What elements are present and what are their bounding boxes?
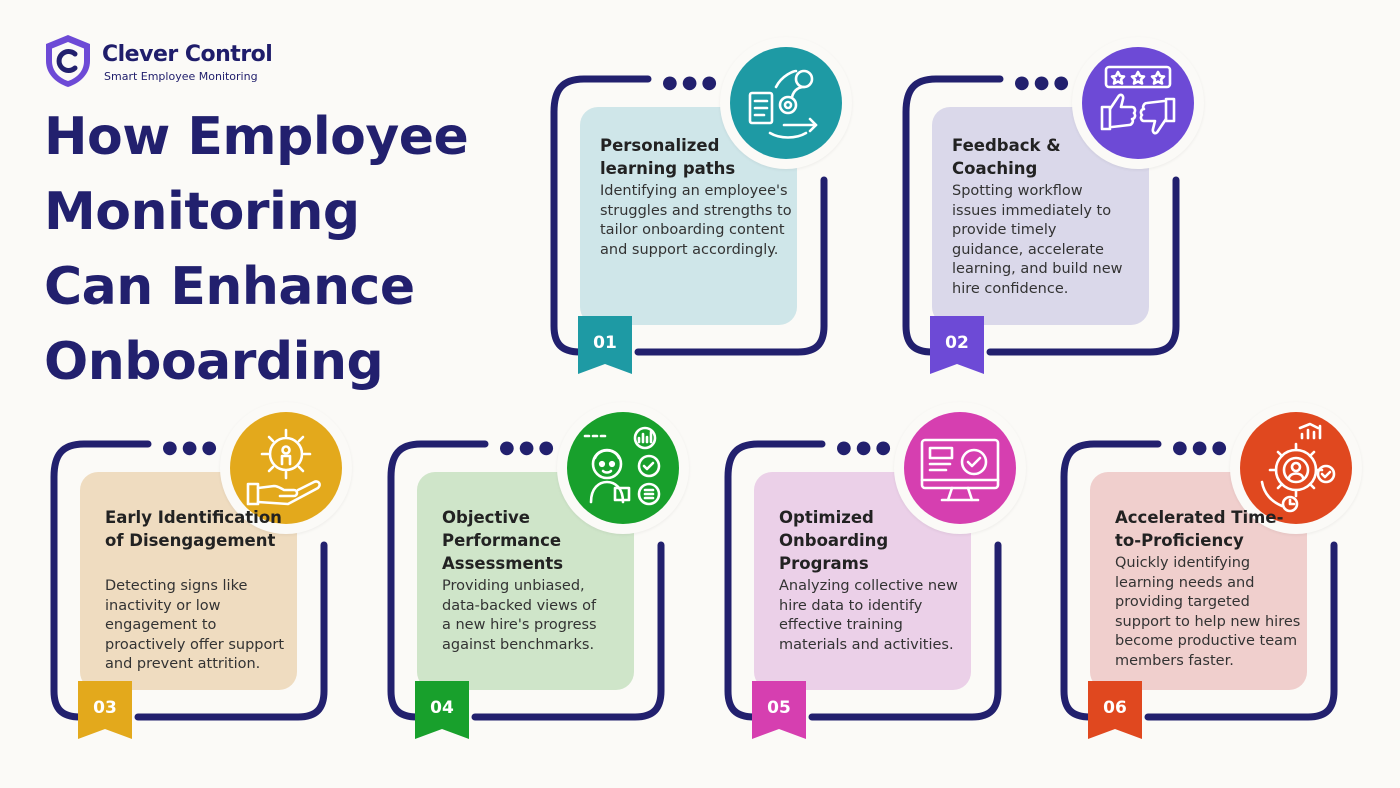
card-number: 05 bbox=[767, 698, 791, 718]
decorative-dots: ●●● bbox=[1172, 437, 1232, 458]
brand-name: Clever Control bbox=[102, 42, 273, 67]
card-number: 02 bbox=[945, 333, 969, 353]
title-line: Monitoring bbox=[44, 182, 360, 242]
number-ribbon bbox=[578, 316, 632, 374]
title-line: How Employee bbox=[44, 107, 469, 167]
number-ribbon bbox=[1088, 681, 1142, 739]
number-ribbon bbox=[930, 316, 984, 374]
title-line: Can Enhance bbox=[44, 257, 415, 317]
brand-tagline: Smart Employee Monitoring bbox=[104, 70, 258, 83]
card-icon-badge bbox=[220, 402, 352, 534]
shield-c-logo-icon bbox=[46, 35, 90, 87]
card-frame bbox=[50, 440, 328, 721]
card-number: 03 bbox=[93, 698, 117, 718]
card-number: 01 bbox=[593, 333, 617, 353]
card-icon-badge bbox=[1230, 402, 1362, 534]
decorative-dots: ●●● bbox=[499, 437, 559, 458]
decorative-dots: ●●● bbox=[1014, 72, 1074, 93]
card-description: Providing unbiased, data-backed views of… bbox=[442, 578, 597, 653]
card-frame bbox=[387, 440, 665, 721]
card-icon-badge bbox=[557, 402, 689, 534]
card-number: 04 bbox=[430, 698, 454, 718]
card-title: Personalized learning paths bbox=[600, 136, 736, 178]
card-number: 06 bbox=[1103, 698, 1127, 718]
card-icon-badge bbox=[894, 402, 1026, 534]
number-ribbon bbox=[415, 681, 469, 739]
card-title: Feedback & Coaching bbox=[952, 136, 1061, 178]
card-03: ●●● Early Identification of Disengagemen… bbox=[50, 402, 352, 739]
card-description: Analyzing collective new hire data to id… bbox=[779, 578, 958, 653]
card-title: Objective Performance Assessments bbox=[442, 508, 564, 573]
brand-logo: Clever Control Smart Employee Monitoring bbox=[42, 33, 282, 93]
card-title: Optimized Onboarding Programs bbox=[779, 508, 889, 573]
card-description: Detecting signs like inactivity or low e… bbox=[105, 578, 285, 673]
card-title: Accelerated Time-to-Proficiency bbox=[1115, 508, 1284, 550]
card-description: Quickly identifying learning needs and p… bbox=[1115, 555, 1301, 669]
card-frame bbox=[724, 440, 1002, 721]
decorative-dots: ●●● bbox=[836, 437, 896, 458]
card-frame bbox=[1060, 440, 1338, 721]
card-description: Identifying an employee's struggles and … bbox=[600, 183, 792, 258]
card-title: Early Identification of Disengagement bbox=[105, 508, 282, 550]
page-title: How Employee Monitoring Can Enhance Onbo… bbox=[44, 100, 514, 400]
decorative-dots: ●●● bbox=[162, 437, 222, 458]
title-line: Onboarding bbox=[44, 332, 384, 392]
card-icon-badge bbox=[720, 37, 852, 169]
number-ribbon bbox=[78, 681, 132, 739]
card-description: Spotting workflow issues immediately to … bbox=[952, 183, 1123, 297]
number-ribbon bbox=[752, 681, 806, 739]
card-frame bbox=[902, 75, 1180, 356]
decorative-dots: ●●● bbox=[662, 72, 722, 93]
card-icon-badge bbox=[1072, 37, 1204, 169]
card-frame bbox=[550, 75, 828, 356]
